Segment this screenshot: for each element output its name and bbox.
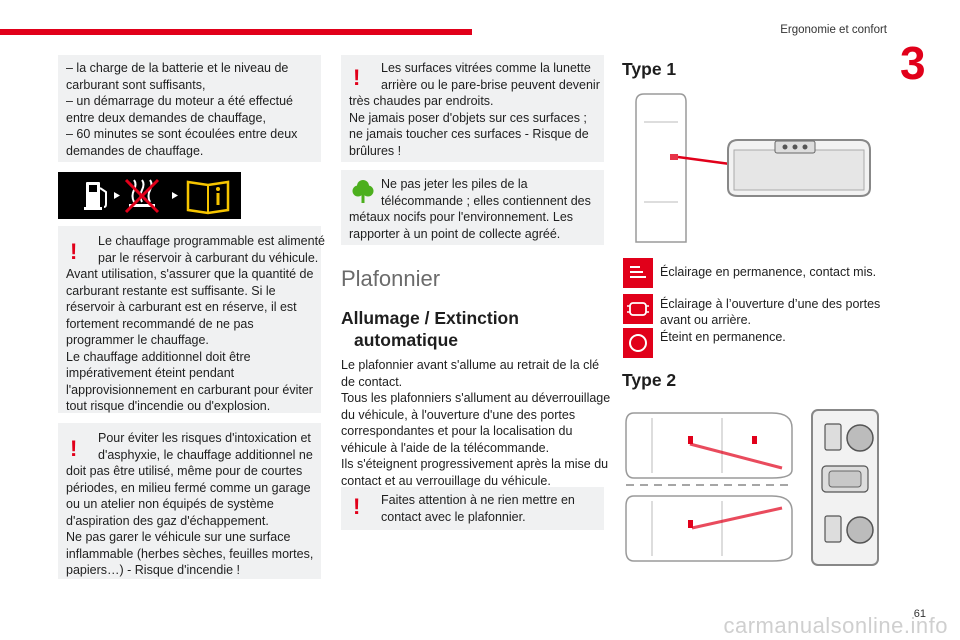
text-line: arrière ou le pare-brise peuvent devenir [381, 77, 600, 92]
text-line: Avant utilisation, s'assurer que la quan… [66, 267, 314, 281]
text-line: correspondantes et pour la localisation … [341, 424, 573, 438]
text-line: doit pas être utilisé, même pour de cour… [66, 464, 303, 478]
warning-box-plafonnier: ! Faites attention à ne rien mettre en c… [341, 487, 604, 530]
arrow-right-icon [172, 192, 178, 199]
text-line: Le chauffage programmable est alimenté [98, 234, 325, 248]
watermark-text: carmanualsonline.info [723, 613, 948, 638]
text-line: du véhicule, à l'ouverture d'une des por… [341, 407, 576, 422]
text-line: demandes de chauffage. [66, 143, 204, 158]
text-line: Faites attention à ne rien mettre en [381, 493, 575, 507]
text-line: entre deux demandes de chauffage, [66, 110, 266, 125]
manual-book-icon [186, 180, 230, 215]
door-open-light-icon [623, 294, 653, 324]
info-box-conditions: – la charge de la batterie et le niveau … [58, 55, 321, 162]
text-line: véhicule à l'aide de la télécommande. [341, 440, 550, 455]
text-line: tout risque d'incendie ou d'explosion. [66, 399, 271, 413]
text-line: d'asphyxie, le chauffage additionnel ne [98, 447, 313, 462]
icon-row-label: Éclairage à l’ouverture d’une des portes… [660, 296, 880, 328]
section-heading: Plafonnier [341, 266, 441, 291]
text-line: Éclairage à l’ouverture d’une des portes [660, 297, 881, 311]
eco-box-batteries: Ne pas jeter les piles de la télécommand… [341, 170, 604, 245]
text-line: Ils s'éteignent progressivement après la… [341, 457, 609, 471]
type2-heading: Type 2 [622, 370, 677, 390]
top-accent-bar [0, 29, 472, 35]
type2-ceiling-light-diagram [625, 409, 879, 566]
text-line: – un démarrage du moteur a été effectué [66, 94, 294, 108]
text-line: avant ou arrière. [660, 313, 752, 327]
light-off-icon [623, 328, 653, 358]
text-line: très chaudes par endroits. [349, 94, 494, 108]
text-line: fortement recommandé de ne pas [66, 316, 254, 331]
text-line: ou un atelier non équipés de système [66, 497, 274, 511]
text-line: ne jamais toucher ces surfaces - Risque … [349, 127, 589, 141]
text-line: carburant sont suffisants, [66, 77, 206, 92]
type1-heading: Type 1 [622, 59, 677, 79]
text-line: métaux nocifs pour l'environnement. Les [349, 210, 574, 224]
icon-row-label: Éteint en permanence. [660, 329, 786, 345]
warning-exclamation-icon: ! [353, 494, 361, 519]
text-line: brûlures ! [349, 143, 402, 158]
icon-row-label: Éclairage en permanence, contact mis. [660, 264, 876, 280]
warning-box-intoxication: ! Pour éviter les risques d'intoxication… [58, 423, 321, 579]
text-line: Tous les plafonniers s'allument au déver… [341, 391, 611, 405]
text-line: Ne pas jeter les piles de la [381, 177, 528, 191]
text-line: Ne pas garer le véhicule sur une surface [66, 530, 291, 544]
section-title: Ergonomie et confort [780, 24, 887, 36]
text-line: télécommande ; elles contiennent des [381, 193, 591, 208]
text-line: Ne jamais poser d'objets sur ces surface… [349, 110, 587, 125]
text-line: réservoir à carburant est en réserve, il… [66, 300, 297, 314]
text-line: impérativement éteint pendant [66, 366, 235, 380]
text-line: rapporter à un point de collecte agréé. [349, 226, 561, 241]
text-line: Le chauffage additionnel doit être [66, 349, 251, 364]
text-line: contact et au verrouillage du véhicule. [341, 473, 551, 488]
arrow-right-icon [114, 192, 120, 199]
fuel-pump-icon [84, 182, 107, 210]
page-number: 61 [913, 608, 926, 620]
tree-eco-icon [352, 180, 374, 203]
text-line: périodes, en milieu fermé comme un garag… [66, 480, 311, 495]
text-line: – 60 minutes se sont écoulées entre deux [66, 127, 298, 141]
text-line: contact avec le plafonnier. [381, 509, 526, 524]
warning-exclamation-icon: ! [353, 65, 361, 90]
text-line: programmer le chauffage. [66, 333, 209, 347]
text-line: Pour éviter les risques d'intoxication e… [98, 431, 311, 445]
text-line: l'approvisionnement en carburant pour év… [66, 382, 313, 397]
text-line: carburant restante est suffisante. Si le [66, 283, 276, 298]
text-line: Les surfaces vitrées comme la lunette [381, 61, 591, 75]
text-line: Éteint en permanence. [660, 330, 786, 344]
pictogram-strip [58, 172, 241, 219]
light-on-icon [623, 258, 653, 288]
warning-box-fuel: ! Le chauffage programmable est alimenté… [58, 226, 325, 413]
no-heating-icon [124, 178, 160, 214]
text-line: d'aspiration des gaz d'échappement. [66, 513, 269, 528]
type1-ceiling-light-diagram [635, 93, 871, 243]
paragraph-plafonnier: Le plafonnier avant s'allume au retrait … [341, 357, 610, 489]
warning-box-glass: ! Les surfaces vitrées comme la lunette … [341, 55, 604, 162]
text-line: par le réservoir à carburant du véhicule… [98, 250, 319, 265]
sub-heading: automatique [354, 330, 459, 350]
chapter-number: 3 [900, 37, 926, 89]
text-line: papiers…) - Risque d'incendie ! [66, 563, 240, 577]
sub-heading: Allumage / Extinction [341, 308, 519, 328]
text-line: de contact. [341, 374, 403, 389]
text-line: Le plafonnier avant s'allume au retrait … [341, 358, 600, 372]
text-line: inflammable (herbes sèches, feuilles mor… [66, 546, 314, 561]
text-line: – la charge de la batterie et le niveau … [66, 61, 289, 75]
text-line: Éclairage en permanence, contact mis. [660, 265, 877, 279]
warning-exclamation-icon: ! [70, 436, 78, 461]
warning-exclamation-icon: ! [70, 239, 78, 264]
